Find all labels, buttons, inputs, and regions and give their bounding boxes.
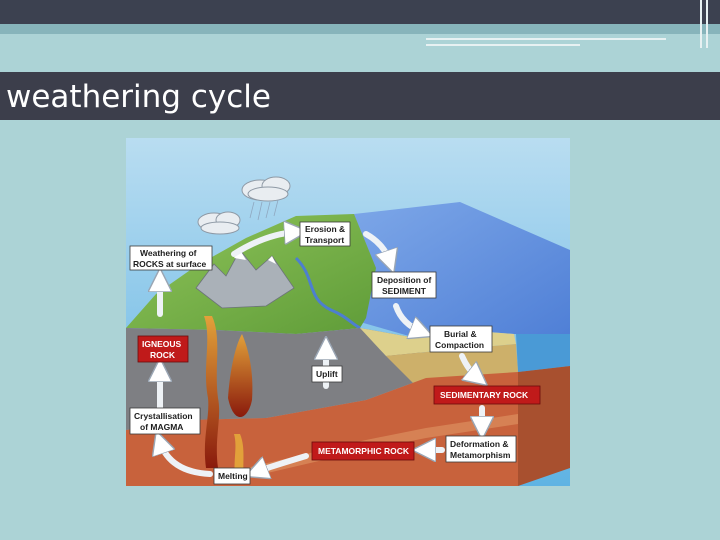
svg-text:SEDIMENTARY ROCK: SEDIMENTARY ROCK (440, 390, 529, 400)
label-burial: Burial & Compaction (429, 325, 493, 353)
svg-text:Deposition of: Deposition of (377, 275, 431, 285)
header-accent-band (0, 24, 720, 34)
rock-cycle-diagram: Weathering of ROCKS at surface Erosion &… (126, 138, 570, 486)
river (294, 256, 361, 330)
mountains (195, 249, 295, 309)
cloud-icon (241, 176, 291, 202)
label-igneous: IGNEOUS ROCK (137, 335, 189, 363)
cloud-icon (197, 211, 241, 235)
svg-text:SEDIMENT: SEDIMENT (382, 286, 427, 296)
label-deformation: Deformation & Metamorphism (445, 435, 517, 463)
header-deco-line (426, 38, 666, 40)
svg-text:Transport: Transport (305, 235, 344, 245)
magma-plume (204, 316, 220, 468)
label-deposition: Deposition of SEDIMENT (371, 271, 437, 299)
header-deco-bar (706, 0, 708, 48)
label-sedimentary: SEDIMENTARY ROCK (433, 385, 541, 405)
svg-text:Uplift: Uplift (316, 369, 338, 379)
svg-text:Compaction: Compaction (435, 340, 484, 350)
svg-text:ROCK: ROCK (150, 350, 176, 360)
label-crystallisation: Crystallisation of MAGMA (129, 407, 201, 435)
svg-text:Deformation &: Deformation & (450, 439, 509, 449)
arrow-erosion-to-deposition (363, 231, 390, 262)
header-band (0, 0, 720, 24)
label-melting: Melting (213, 467, 251, 485)
mountain-snow (234, 250, 276, 264)
sea-surface (354, 202, 570, 338)
header-deco-bar (700, 0, 702, 48)
arrow-metamorphic-to-melting (256, 453, 309, 472)
rain-lines (249, 199, 279, 221)
slide-title: weathering cycle (6, 79, 271, 115)
svg-text:IGNEOUS: IGNEOUS (142, 339, 182, 349)
header-deco-line (426, 44, 580, 46)
svg-text:Metamorphism: Metamorphism (450, 450, 511, 460)
label-weathering: Weathering of ROCKS at surface (129, 245, 213, 271)
magma-chamber (228, 334, 253, 418)
label-uplift: Uplift (311, 365, 343, 383)
label-metamorphic: METAMORPHIC ROCK (311, 441, 415, 461)
title-bar (0, 72, 720, 120)
crust-side (518, 366, 570, 486)
arrow-weathering-to-erosion (231, 232, 296, 257)
svg-text:Weathering of: Weathering of (140, 248, 197, 258)
crust-igneous (126, 328, 426, 430)
label-erosion: Erosion & Transport (299, 221, 351, 247)
svg-text:Erosion &: Erosion & (305, 224, 345, 234)
svg-text:Melting: Melting (218, 471, 248, 481)
arrow-melting-to-crystallisation (160, 442, 213, 477)
arrow-deposition-to-burial (393, 303, 422, 332)
arrow-burial-to-sedimentary (459, 353, 478, 378)
svg-text:Crystallisation: Crystallisation (134, 411, 193, 421)
sea-depth (516, 334, 570, 372)
svg-text:of MAGMA: of MAGMA (140, 422, 183, 432)
svg-text:ROCKS at surface: ROCKS at surface (133, 259, 206, 269)
svg-text:Burial &: Burial & (444, 329, 477, 339)
svg-text:METAMORPHIC ROCK: METAMORPHIC ROCK (318, 446, 410, 456)
